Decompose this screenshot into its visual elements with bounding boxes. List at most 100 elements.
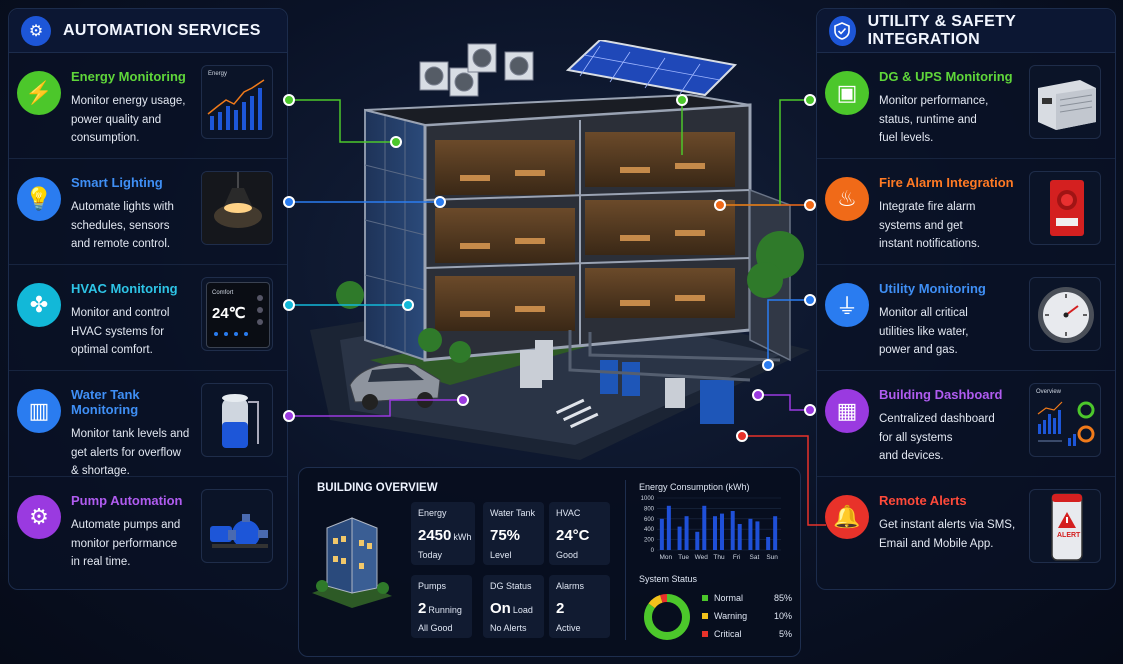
item-description: Monitor all critical utilities like water… — [879, 304, 1024, 360]
y-tick-label: 800 — [644, 506, 655, 512]
energy-bar — [695, 531, 700, 550]
energy-bar — [720, 513, 724, 550]
item-title: Utility Monitoring — [879, 281, 986, 296]
card-value: 75% — [490, 527, 537, 544]
y-tick-label: 0 — [651, 548, 655, 554]
item-title: Energy Monitoring — [71, 69, 186, 84]
card-value-number: 2450 — [418, 527, 452, 544]
description-line: monitor performance — [71, 537, 178, 550]
card-value-number: On — [490, 600, 511, 617]
fan-icon: ✤ — [17, 283, 61, 327]
thumb-label: Energy — [208, 71, 228, 77]
energy-bar — [737, 524, 742, 550]
description-line: Integrate fire alarm — [879, 201, 976, 213]
item-description: Monitor energy usage, power quality and co… — [71, 92, 201, 148]
automation-services-header: ⚙ AUTOMATION SERVICES — [9, 9, 287, 53]
description-line: get alerts for overflow — [71, 446, 181, 459]
energy-bar — [659, 518, 664, 550]
item-thumbnail — [1029, 277, 1101, 351]
description-line: consumption. — [71, 132, 140, 144]
energy-bar — [730, 511, 735, 550]
item-thumbnail: ALERT — [1029, 489, 1101, 563]
card-label: Pumps — [418, 581, 447, 591]
card-status: Good — [556, 550, 579, 560]
bell-icon: 🔔 — [825, 495, 869, 539]
flame-icon: ♨ — [825, 177, 869, 221]
item-title: Water Tank Monitoring — [71, 387, 140, 417]
alert-text: ALERT — [1057, 532, 1081, 539]
item-title: Pump Automation — [71, 493, 183, 508]
legend-label: Normal — [714, 593, 744, 603]
system-status-title: System Status — [639, 574, 698, 584]
dashboard-icon: ▦ — [825, 389, 869, 433]
legend-swatch — [702, 595, 708, 601]
card-status: Level — [490, 550, 512, 560]
description-line: fuel levels. — [879, 132, 934, 144]
x-tick-label: Sun — [766, 554, 778, 561]
overview-divider — [625, 480, 626, 640]
item-thumbnail — [1029, 65, 1101, 139]
panel-title: AUTOMATION SERVICES — [63, 21, 261, 39]
description-line: and remote control. — [71, 238, 171, 250]
item-thumbnail: Energy — [201, 65, 273, 139]
energy-bar — [766, 537, 771, 550]
item-title: Building Dashboard — [879, 387, 1003, 402]
card-label: DG Status — [490, 581, 532, 591]
energy-bar — [713, 516, 717, 550]
description-line: Get instant alerts via SMS, — [879, 519, 1016, 531]
description-line: Monitor energy usage, — [71, 95, 186, 107]
description-line: HVAC systems for — [71, 325, 165, 338]
shield-check-icon — [829, 15, 856, 46]
legend-label: Warning — [714, 611, 748, 621]
y-tick-label: 400 — [644, 527, 655, 533]
legend-value: 10% — [773, 611, 792, 621]
x-tick-label: Wed — [695, 554, 709, 561]
x-tick-label: Sat — [750, 554, 760, 561]
x-tick-label: Tue — [678, 554, 689, 561]
donut-slice-critical — [644, 594, 690, 640]
energy-bar — [677, 526, 682, 550]
energy-bar — [684, 516, 689, 550]
item-thumbnail — [201, 171, 273, 245]
energy-bar — [773, 516, 778, 550]
plug-icon: ⏚ — [825, 283, 869, 327]
card-value: 2 — [556, 600, 603, 617]
description-line: & shortage. — [71, 465, 130, 477]
card-unit: kWh — [453, 532, 472, 542]
card-status: All Good — [418, 623, 453, 633]
item-title: Fire Alarm Integration — [879, 175, 1014, 190]
legend-value: 5% — [778, 629, 792, 639]
description-line: power quality and — [71, 113, 162, 126]
generator-icon: ▣ — [825, 71, 869, 115]
description-line: utilities like water, — [879, 325, 969, 338]
description-line: Monitor all critical — [879, 307, 968, 319]
water-tank-icon: ▥ — [17, 389, 61, 433]
description-line: schedules, sensors — [71, 219, 170, 232]
